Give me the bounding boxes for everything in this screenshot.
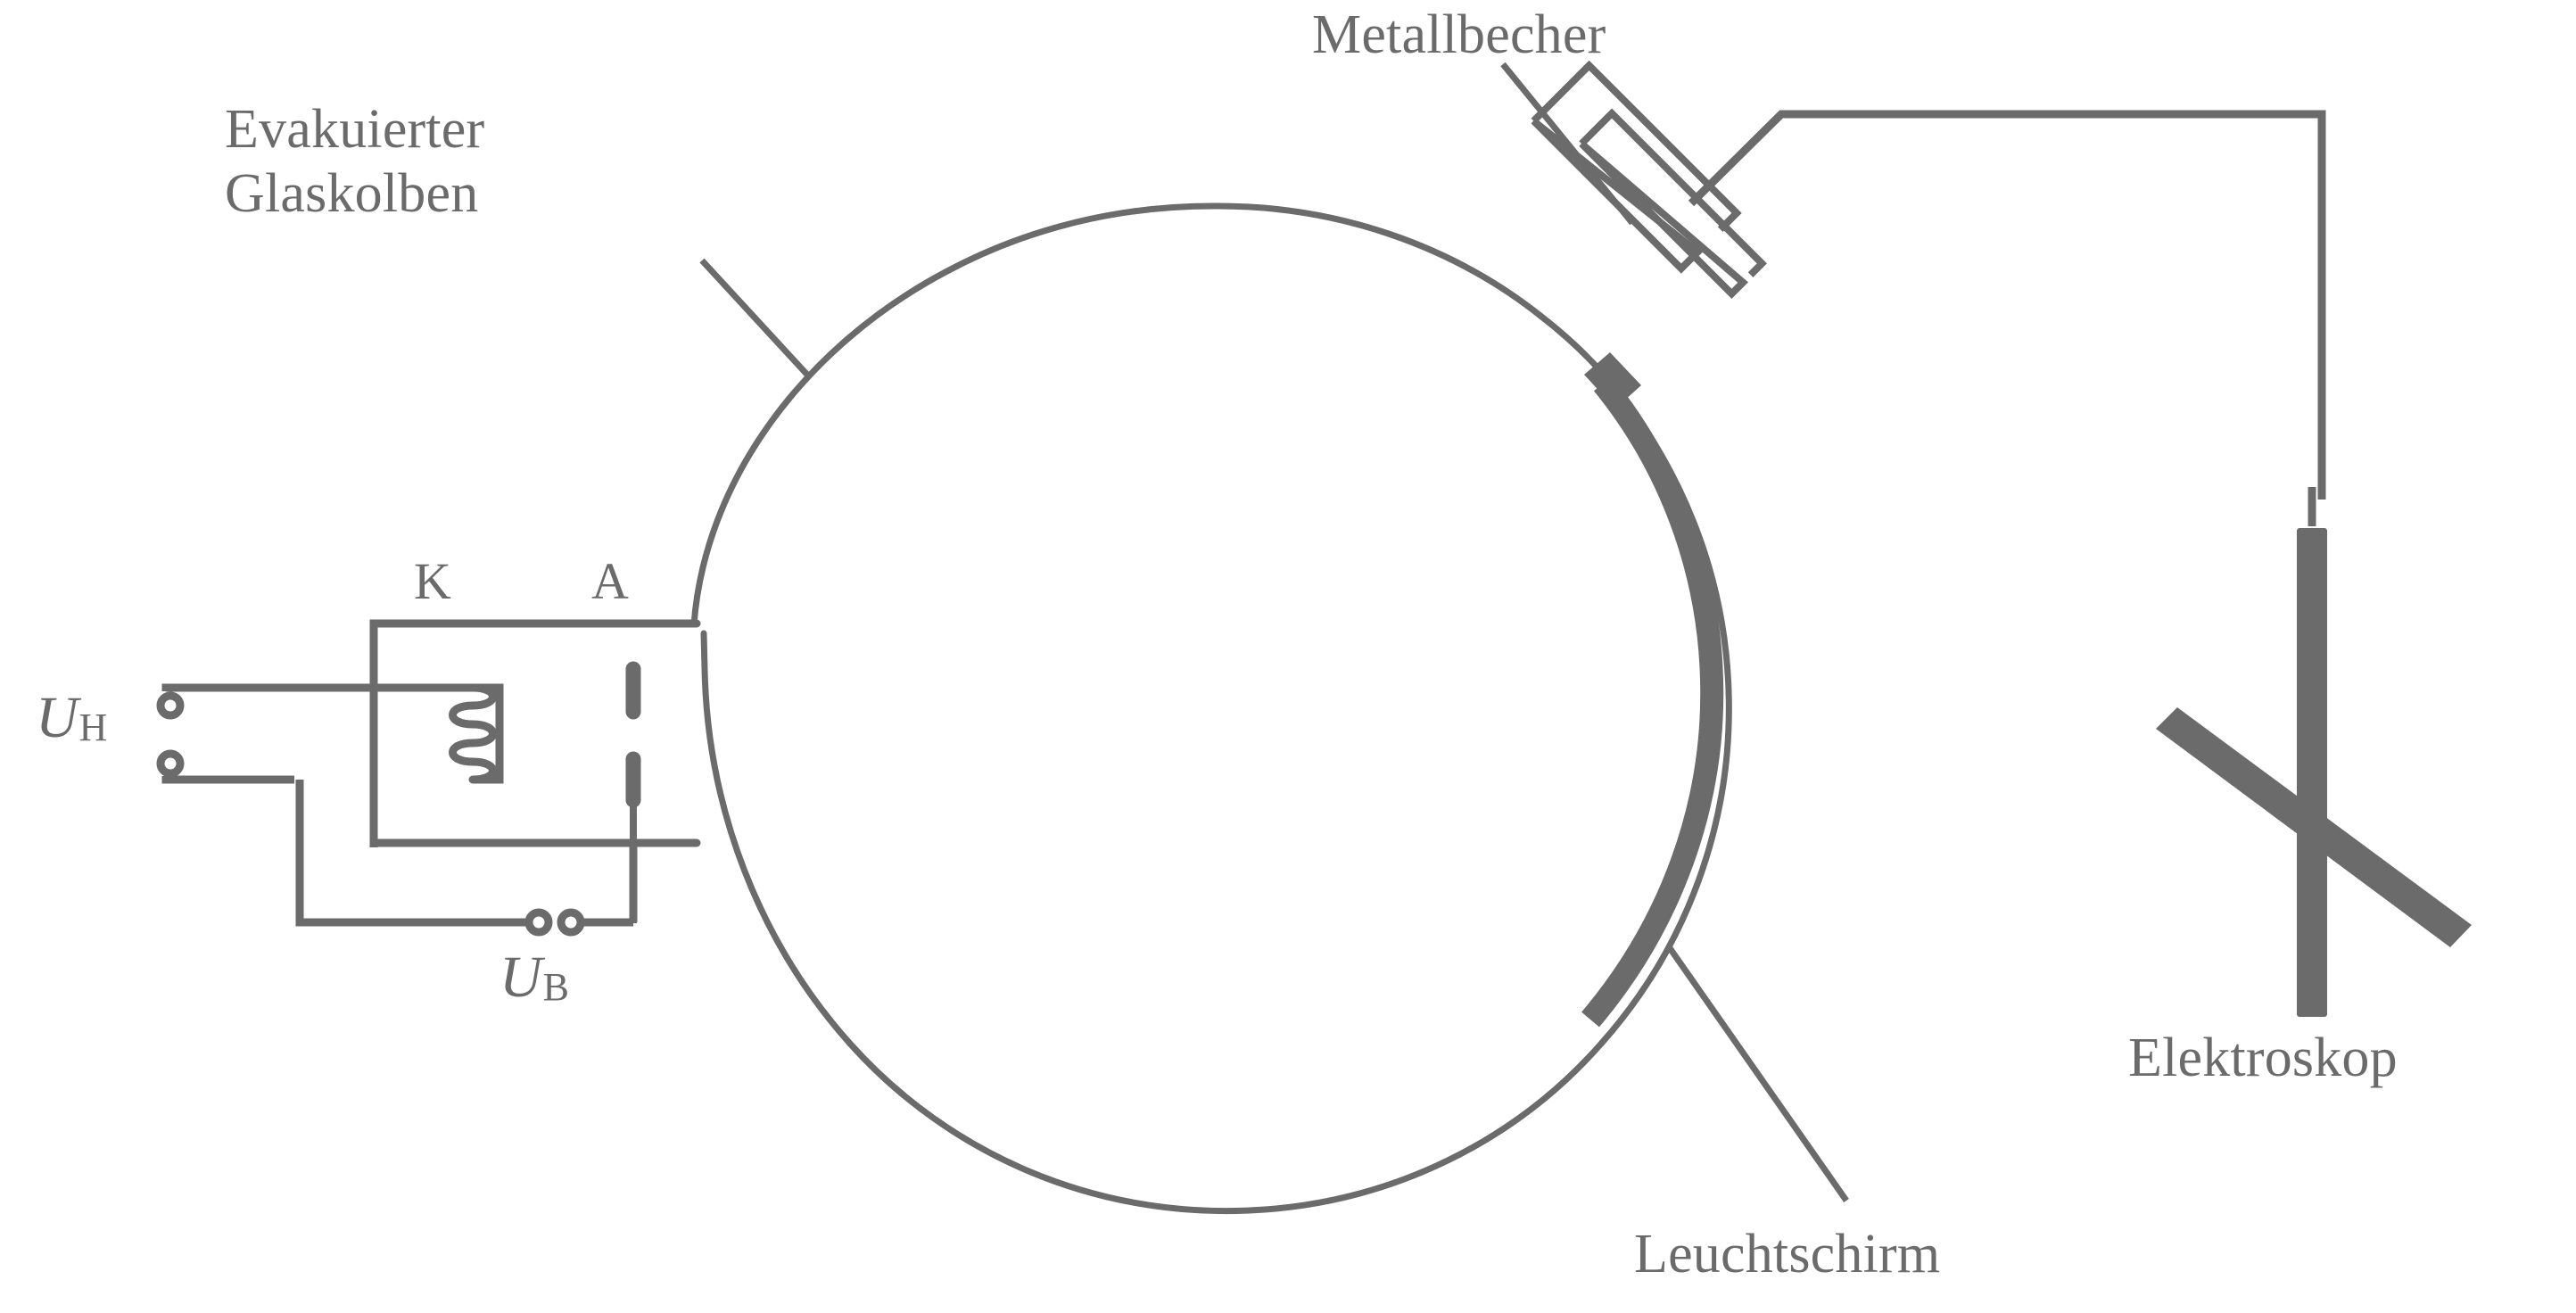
label-acceleration-voltage: UB [500, 944, 569, 1012]
leader-glass-bulb [699, 258, 810, 377]
label-glass-bulb-line2: Glaskolben [225, 162, 479, 224]
fluorescent-screen-arc [1581, 376, 1724, 1028]
leader-fluorescent-screen [1665, 943, 1849, 1203]
fluorescent-screen [1581, 376, 1724, 1028]
heater-terminal-bottom[interactable] [156, 749, 185, 778]
label-metal-cup: Metallbecher [1312, 4, 1606, 65]
ub-wire-from-cathode [295, 780, 531, 927]
cathode-heater-circuit [156, 619, 694, 847]
label-fluorescent-screen: Leuchtschirm [1634, 1224, 1941, 1284]
ub-terminal-right[interactable] [557, 908, 585, 937]
cathode-filament-coil [449, 683, 497, 784]
label-glass-bulb: Evakuierter Glaskolben [225, 98, 484, 227]
faraday-metal-cup [1531, 60, 1767, 299]
cup-outer-wall [1531, 60, 1742, 274]
label-glass-bulb-line1: Evakuierter [225, 99, 485, 160]
heater-wire-bottom [161, 775, 294, 784]
bulb-arc-upper-left [690, 202, 1544, 628]
leader-lines [699, 62, 1849, 1203]
heater-terminal-top[interactable] [156, 691, 185, 720]
filament-bridge [476, 683, 504, 784]
cathode-top-rail [369, 619, 694, 663]
electroscope-pointer [2156, 707, 2472, 947]
label-cathode: K [414, 552, 452, 610]
cup-mouth-entry [1584, 352, 1641, 409]
wire-cup-electroscope [1688, 110, 2326, 500]
heater-voltage-symbol: U [36, 685, 78, 750]
label-electroscope: Elektroskop [2128, 1028, 2398, 1088]
evacuated-glass-bulb [566, 202, 1732, 1215]
acceleration-voltage-symbol: U [500, 945, 542, 1010]
cup-to-electroscope-wire [1688, 110, 2326, 526]
electroscope [2156, 528, 2472, 1017]
acceleration-voltage-subscript: B [542, 965, 570, 1010]
label-anode: A [591, 552, 630, 610]
label-heater-voltage: UH [36, 684, 107, 752]
cup-inner-wall [1579, 108, 1767, 299]
heater-wire-top [161, 683, 482, 692]
electroscope-rod [2297, 528, 2327, 1017]
bulb-arc-lower [700, 630, 1606, 1215]
acceleration-voltage-circuit [295, 780, 638, 937]
ub-terminal-left[interactable] [524, 908, 553, 937]
leader-metal-cup [1500, 62, 1635, 226]
heater-voltage-subscript: H [78, 706, 108, 750]
